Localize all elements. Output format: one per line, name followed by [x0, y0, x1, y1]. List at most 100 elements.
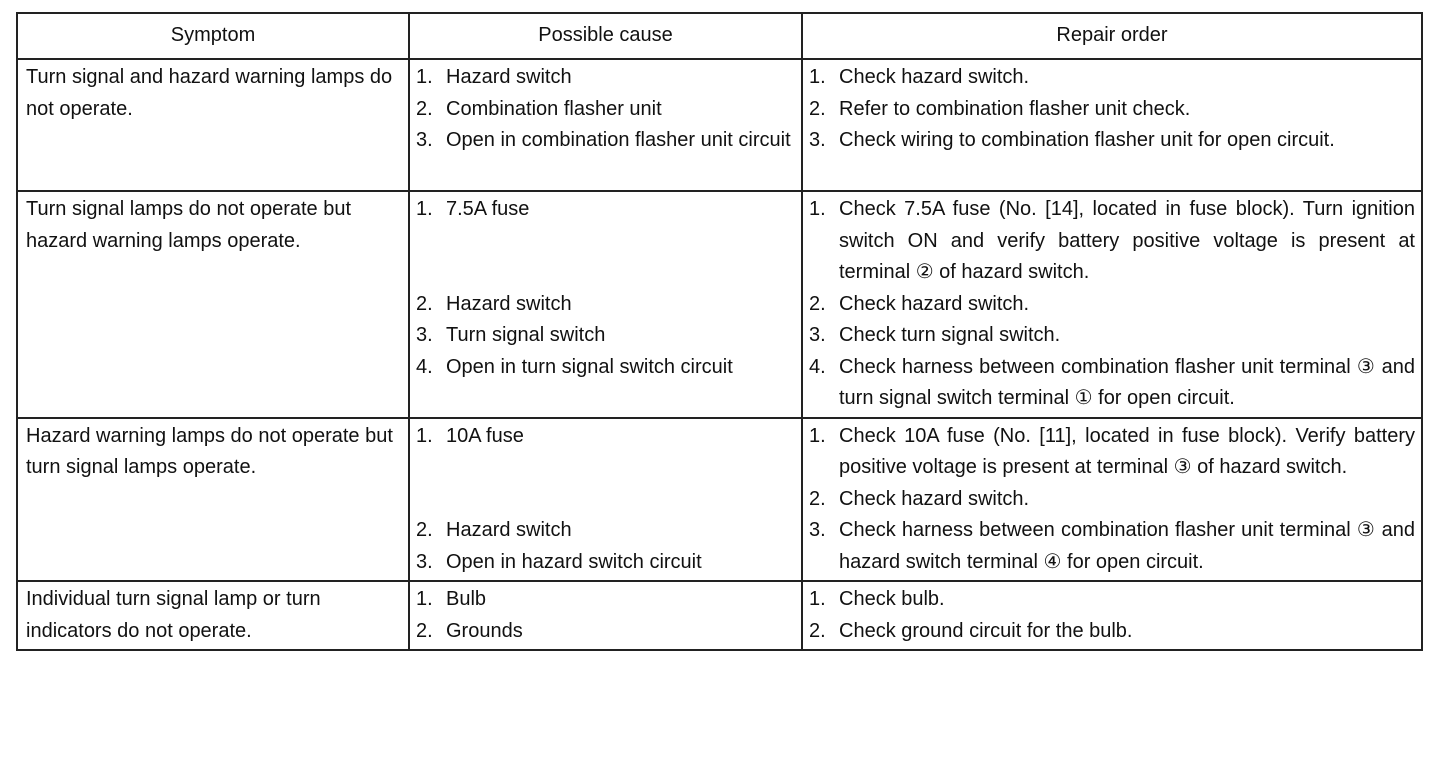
cause-item: 2. Combination flasher unit [416, 94, 795, 126]
cause-item: 2. Grounds [416, 616, 795, 648]
repair-number: 3. [809, 324, 826, 346]
repair-item: 3. Check harness between combination flas… [809, 515, 1415, 578]
repair-text: Check hazard switch. [839, 66, 1030, 88]
cause-number: 3. [416, 550, 433, 573]
repair-item: 2. Check ground circuit for the bulb. [809, 616, 1415, 648]
repair-item: 2. Check hazard switch. [809, 484, 1415, 516]
repair-list: 1. Check 7.5A fuse (No. [14], located in … [809, 194, 1415, 415]
cause-item: 1. Bulb [416, 584, 795, 616]
cause-number: 2. [416, 519, 433, 541]
repair-number: 2. [809, 619, 826, 642]
cause-text: Open in combination flasher unit circuit [446, 129, 791, 151]
repair-item: 1. Check 7.5A fuse (No. [14], located in … [809, 194, 1415, 289]
cause-item: 1. Hazard switch [416, 62, 795, 94]
cause-number: 2. [416, 97, 433, 120]
cause-list: 1. Bulb 2. Grounds [416, 584, 795, 647]
repair-number: 1. [809, 198, 826, 220]
repair-cell: 1.Check bulb. 2. Check ground circuit for … [801, 580, 1423, 651]
cause-number: 2. [416, 292, 433, 315]
repair-number: 1. [809, 588, 826, 610]
repair-item: 1.Check bulb. [809, 584, 1415, 616]
cause-number: 3. [416, 129, 433, 151]
symptom-cell: Hazard warning lamps do not operate but … [16, 416, 410, 582]
symptom-text: Individual turn signal lamp or turn indi… [26, 588, 321, 642]
cause-cell: 1. 7.5A fuse 2. Hazard switch 3. Turn signal … [408, 190, 803, 419]
repair-item: 1. Check hazard switch. [809, 62, 1415, 94]
symptom-cell: Turn signal and hazard warning lamps do … [16, 58, 410, 192]
cause-list: 1. Hazard switch 2. Combination flasher uni… [416, 62, 795, 188]
repair-number: 3. [809, 519, 826, 541]
cause-item: 2. Hazard switch [416, 289, 795, 321]
header-symptom: Symptom [16, 12, 410, 60]
cause-cell: 1. Bulb 2. Grounds [408, 580, 803, 651]
troubleshooting-table: Symptom Possible cause Repair order Turn… [16, 12, 1423, 651]
repair-number: 4. [809, 355, 826, 378]
table-row: Individual turn signal lamp or turn indi… [16, 580, 1423, 651]
cause-number: 4. [416, 355, 433, 378]
cause-number: 1. [416, 198, 433, 220]
cause-item: 3. Open in hazard switch circuit [416, 547, 795, 579]
repair-number: 1. [809, 424, 826, 447]
cause-text: Combination flasher unit [446, 97, 662, 120]
cause-item: 1. 7.5A fuse [416, 194, 795, 289]
cause-item: 3. Turn signal switch [416, 320, 795, 352]
cause-text: 7.5A fuse [446, 198, 530, 220]
repair-list: 1. Check hazard switch. 2. Refer to combina… [809, 62, 1415, 157]
repair-number: 1. [809, 66, 826, 88]
repair-text: Check turn signal switch. [839, 324, 1061, 346]
repair-item: 2. Check hazard switch. [809, 289, 1415, 321]
repair-list: 1. Check 10A fuse (No. [11], located in f… [809, 421, 1415, 579]
table-row: Turn signal lamps do not operate but haz… [16, 190, 1423, 419]
repair-text: Check 10A fuse (No. [11], located in fus… [839, 424, 1415, 479]
repair-item: 3. Check wiring to combination flasher un… [809, 125, 1415, 157]
cause-list: 1. 7.5A fuse 2. Hazard switch 3. Turn signal … [416, 194, 795, 383]
table-row: Turn signal and hazard warning lamps do … [16, 58, 1423, 192]
repair-text: Refer to combination flasher unit check. [839, 97, 1191, 120]
cause-text: Grounds [446, 619, 523, 642]
cause-number: 3. [416, 324, 433, 346]
repair-item: 1. Check 10A fuse (No. [11], located in f… [809, 421, 1415, 484]
cause-text: Turn signal switch [446, 324, 606, 346]
cause-text: Hazard switch [446, 292, 572, 315]
repair-item: 2. Refer to combination flasher unit chec… [809, 94, 1415, 126]
repair-text: Check harness between combination flashe… [839, 355, 1415, 410]
symptom-text: Turn signal and hazard warning lamps do … [26, 66, 393, 120]
repair-cell: 1. Check 10A fuse (No. [11], located in f… [801, 416, 1423, 582]
cause-text: 10A fuse [446, 424, 524, 447]
repair-text: Check hazard switch. [839, 292, 1030, 315]
symptom-cell: Individual turn signal lamp or turn indi… [16, 580, 410, 651]
repair-cell: 1. Check hazard switch. 2. Refer to combina… [801, 58, 1423, 192]
header-possible-cause: Possible cause [408, 12, 803, 60]
cause-text: Open in turn signal switch circuit [446, 355, 733, 378]
repair-number: 2. [809, 97, 826, 120]
repair-text: Check wiring to combination flasher unit… [839, 129, 1335, 151]
repair-item: 4. Check harness between combination flas… [809, 352, 1415, 415]
repair-number: 2. [809, 487, 826, 510]
repair-item: 3. Check turn signal switch. [809, 320, 1415, 352]
cause-item: 2.Hazard switch [416, 515, 795, 547]
table-body: Turn signal and hazard warning lamps do … [16, 58, 1423, 651]
repair-text: Check 7.5A fuse (No. [14], located in fu… [839, 198, 1415, 283]
cause-text: Open in hazard switch circuit [446, 550, 702, 573]
cause-cell: 1. Hazard switch 2. Combination flasher uni… [408, 58, 803, 192]
cause-item: 3. Open in combination flasher unit circu… [416, 125, 795, 188]
repair-list: 1.Check bulb. 2. Check ground circuit for … [809, 584, 1415, 647]
cause-text: Hazard switch [446, 66, 572, 88]
repair-number: 3. [809, 129, 826, 151]
cause-number: 1. [416, 588, 433, 610]
repair-text: Check ground circuit for the bulb. [839, 619, 1133, 642]
cause-text: Bulb [446, 588, 487, 610]
cause-item: 1.10A fuse [416, 421, 795, 516]
table-row: Hazard warning lamps do not operate but … [16, 416, 1423, 582]
header-repair-order: Repair order [801, 12, 1423, 60]
cause-number: 1. [416, 66, 433, 88]
repair-text: Check hazard switch. [839, 487, 1030, 510]
header-row: Symptom Possible cause Repair order [16, 12, 1423, 60]
repair-cell: 1. Check 7.5A fuse (No. [14], located in … [801, 190, 1423, 419]
repair-text: Check harness between combination flashe… [839, 519, 1415, 573]
cause-number: 2. [416, 619, 433, 642]
symptom-text: Turn signal lamps do not operate but haz… [26, 198, 352, 252]
repair-number: 2. [809, 292, 826, 315]
